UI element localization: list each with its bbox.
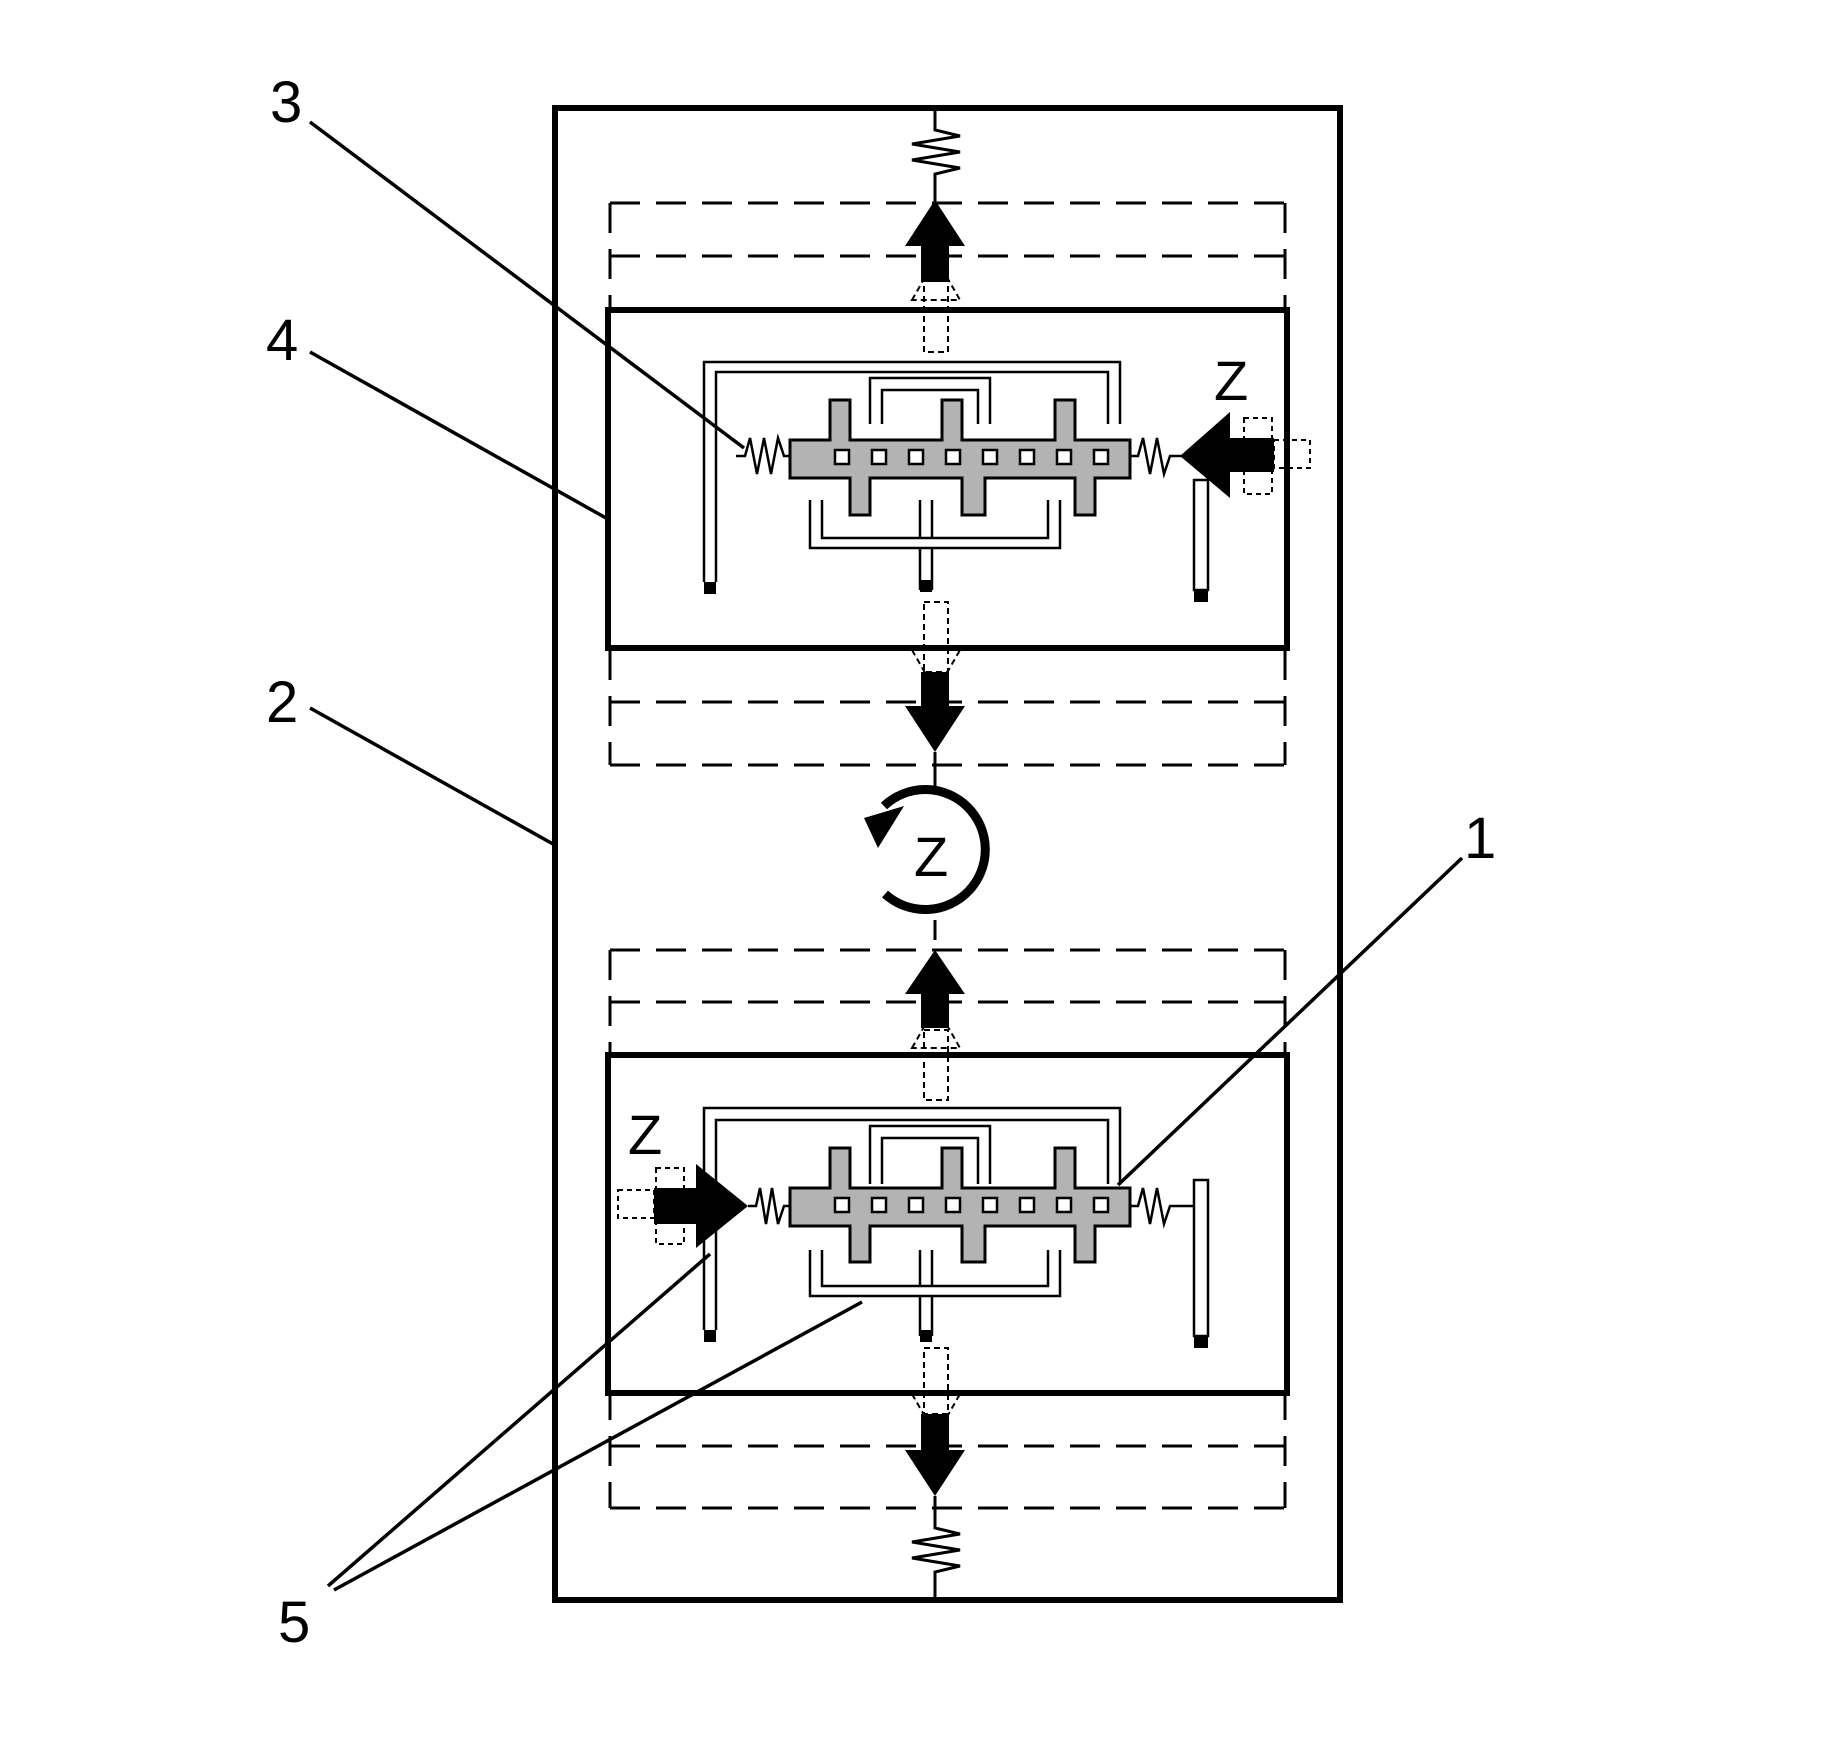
leader-4 (309, 350, 607, 520)
down-arrow-top (905, 706, 965, 752)
right-spring-top (1130, 437, 1182, 479)
z-force-arrow-top (1180, 412, 1230, 498)
callout-5: 5 (278, 1590, 310, 1655)
rotation-indicator (864, 770, 990, 940)
z-label-top: Z (1214, 349, 1248, 412)
leader-5a (326, 1252, 712, 1588)
callout-3: 3 (270, 70, 302, 135)
bottom-sensor-unit (605, 948, 1290, 1600)
right-spring-bottom (1130, 1187, 1194, 1229)
left-spring-bottom (748, 1187, 790, 1225)
outer-frame (552, 105, 1343, 1603)
z-rotation-label: Z (914, 825, 948, 888)
leader-3 (308, 120, 746, 450)
callout-4: 4 (266, 308, 298, 373)
callout-1: 1 (1464, 806, 1496, 871)
bottom-anchor-spring (911, 1496, 961, 1600)
top-sensor-unit (605, 200, 1311, 770)
down-arrow-bottom (905, 1450, 965, 1496)
top-anchor-spring (911, 108, 961, 206)
up-arrow-bottom (905, 950, 965, 994)
leader-1 (1116, 856, 1464, 1187)
drive-frame-bottom (605, 1052, 1290, 1396)
z-force-arrow-bottom (696, 1164, 748, 1248)
counterclockwise-rotation-arrow-icon (880, 785, 990, 915)
leader-2 (309, 706, 554, 846)
leader-5b (333, 1300, 863, 1592)
callout-2: 2 (266, 670, 298, 735)
left-spring-top (736, 433, 790, 475)
z-label-bottom: Z (628, 1103, 662, 1166)
